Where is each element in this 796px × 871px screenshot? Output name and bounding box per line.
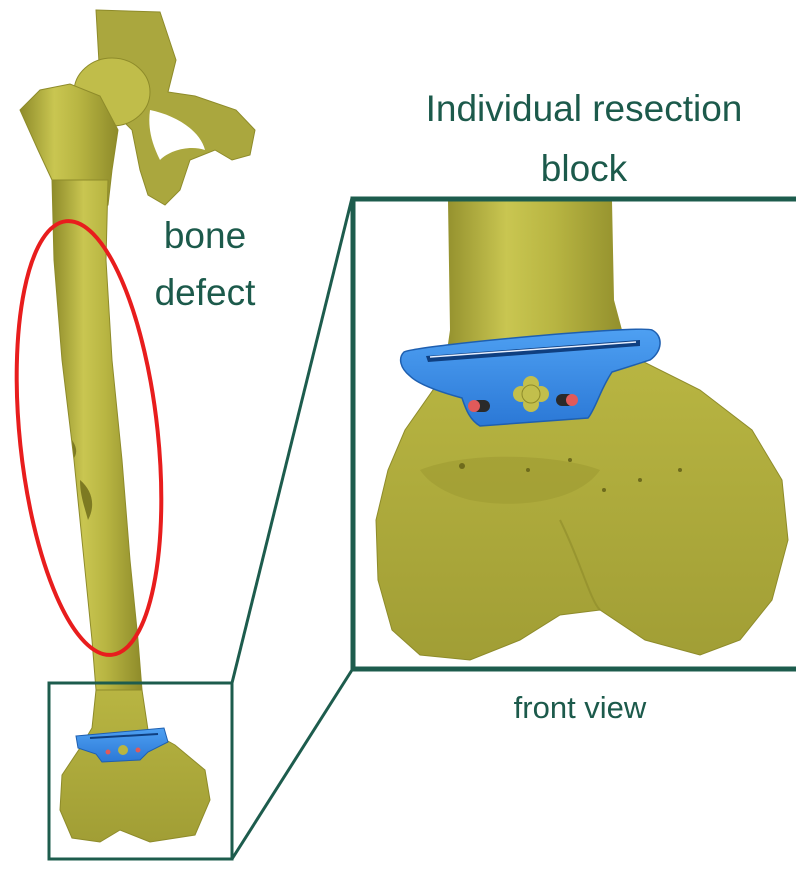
zoom-connector-top bbox=[232, 198, 352, 683]
bone-dimple bbox=[602, 488, 606, 492]
distal-femur-small bbox=[60, 690, 210, 842]
bone-dimple bbox=[526, 468, 530, 472]
bone-dimple bbox=[459, 463, 465, 469]
bone-dimple bbox=[638, 478, 642, 482]
zoomed-detail bbox=[353, 199, 796, 669]
bone-dimple bbox=[678, 468, 682, 472]
view-label: front view bbox=[440, 690, 720, 726]
pin-right bbox=[556, 394, 578, 406]
zoom-connector-bottom bbox=[232, 670, 352, 859]
femur-full-view bbox=[20, 10, 255, 842]
pin-left bbox=[468, 400, 490, 412]
defect-label-line-1: bone bbox=[130, 215, 280, 258]
bone-dimple bbox=[568, 458, 572, 462]
title-line-2: block bbox=[372, 148, 796, 191]
title-line-1: Individual resection bbox=[372, 88, 796, 131]
pin-small-left bbox=[106, 750, 111, 755]
block-hole-small bbox=[118, 745, 128, 755]
pin-small-right bbox=[136, 748, 141, 753]
defect-label-line-2: defect bbox=[130, 272, 280, 315]
